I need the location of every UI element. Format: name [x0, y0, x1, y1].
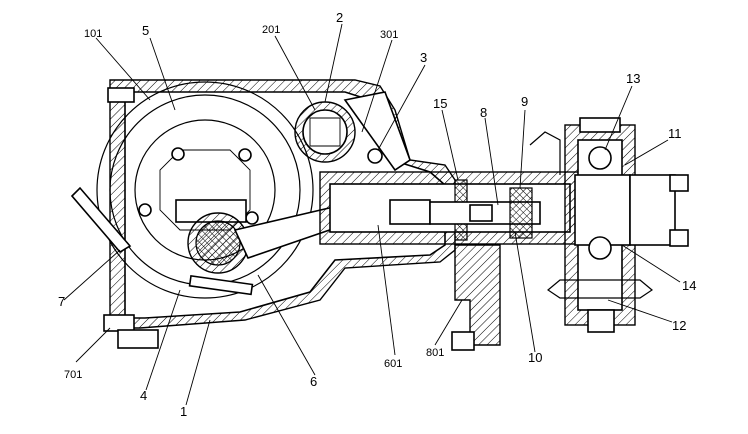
lower-bracket: [451, 244, 501, 351]
label-7: 7: [58, 294, 65, 309]
label-201: 201: [262, 24, 280, 36]
lever-arm: [343, 91, 411, 172]
callout-labels: 101 5 201 2 301 3 15 8 9 13 11 7 701 4 1…: [58, 10, 696, 419]
label-4: 4: [140, 388, 147, 403]
label-3: 3: [420, 50, 427, 65]
label-14: 14: [682, 278, 696, 293]
pinion-gear: [294, 101, 356, 163]
label-12: 12: [672, 318, 686, 333]
label-11: 11: [668, 126, 682, 141]
valve-head: [529, 117, 689, 333]
label-13: 13: [626, 71, 640, 86]
crankshaft: [175, 199, 254, 296]
drain-handle: [70, 186, 132, 254]
label-2: 2: [336, 10, 343, 25]
label-9: 9: [521, 94, 528, 109]
label-8: 8: [480, 105, 487, 120]
label-301: 301: [380, 29, 398, 41]
label-10: 10: [528, 350, 542, 365]
label-801: 801: [426, 347, 444, 359]
housing-bolts: [103, 87, 159, 349]
label-5: 5: [142, 23, 149, 38]
label-601: 601: [384, 358, 402, 370]
label-101: 101: [84, 28, 102, 40]
plunger: [429, 187, 541, 239]
label-701: 701: [64, 369, 82, 381]
label-15: 15: [433, 96, 447, 111]
leader-lines: [63, 23, 681, 406]
label-6: 6: [310, 374, 317, 389]
label-1: 1: [180, 404, 187, 419]
